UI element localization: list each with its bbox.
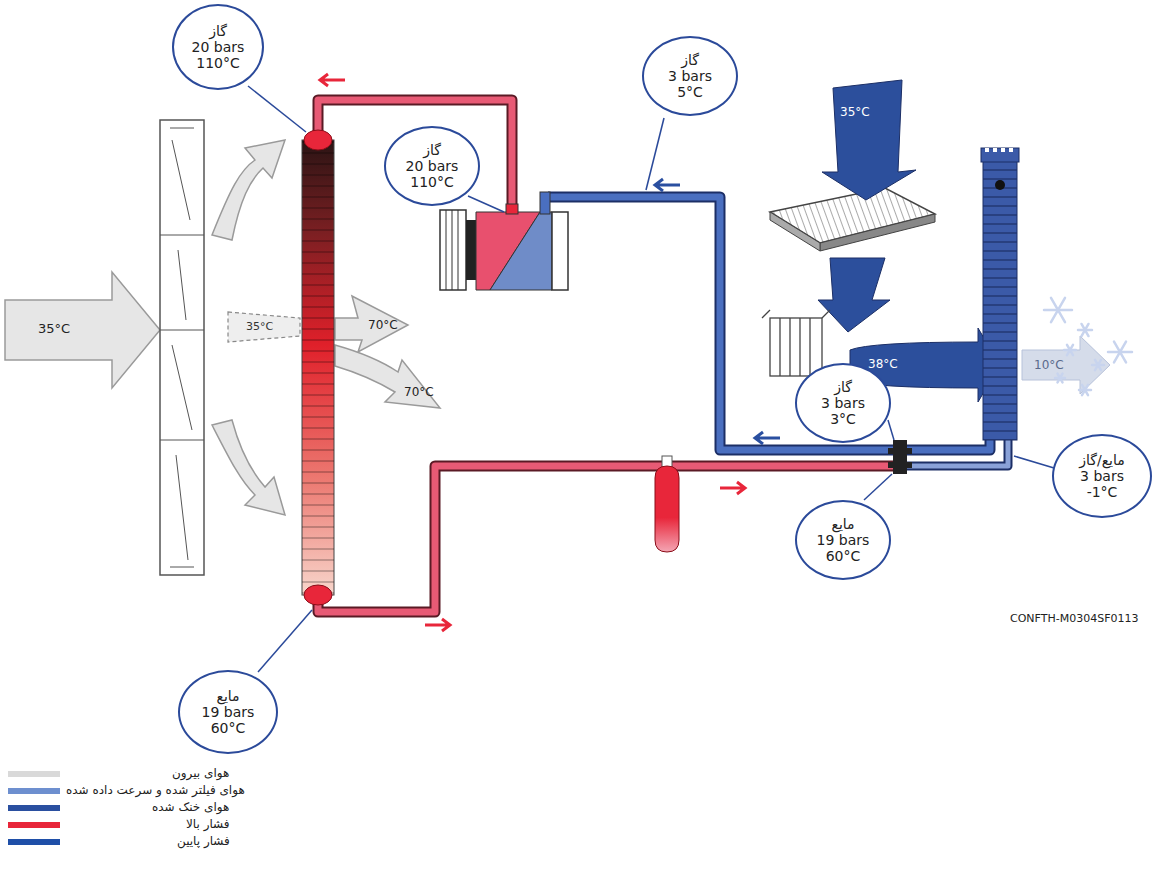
callout-text: 110°C bbox=[196, 55, 240, 71]
callout-text: گاز bbox=[423, 142, 441, 158]
legend-swatch bbox=[8, 839, 60, 845]
callout-text: 60°C bbox=[211, 720, 246, 736]
legend-swatch bbox=[8, 771, 60, 777]
figure-code: CONFTH-M0304SF0113 bbox=[1010, 612, 1138, 625]
callout-text: 19 bars bbox=[817, 532, 870, 548]
callout-circle: گاز3 bars5°C bbox=[642, 36, 738, 116]
callout-text: 20 bars bbox=[406, 158, 459, 174]
temperature-label: 10°C bbox=[1034, 358, 1064, 372]
callout-text: مایع bbox=[216, 688, 239, 704]
legend-text: هوای فیلتر شده و سرعت داده شده bbox=[66, 783, 245, 797]
temperature-label: 70°C bbox=[404, 385, 434, 399]
temperature-label: 35°C bbox=[246, 320, 273, 333]
callout-text: 3 bars bbox=[668, 68, 712, 84]
callout-text: 20 bars bbox=[192, 39, 245, 55]
callout-circle: مایع19 bars60°C bbox=[795, 500, 891, 580]
callout-text: 3 bars bbox=[1080, 468, 1124, 484]
callout-text: گاز bbox=[834, 379, 852, 395]
callout-circle: گاز3 bars3°C bbox=[795, 363, 891, 443]
callout-circle: مایع19 bars60°C bbox=[178, 670, 278, 754]
callout-circle: مایع/گاز3 bars-1°C bbox=[1052, 434, 1152, 518]
callout-text: 60°C bbox=[826, 548, 861, 564]
callout-text: 3°C bbox=[830, 411, 856, 427]
temperature-label: 35°C bbox=[840, 105, 870, 119]
temperature-label: 38°C bbox=[868, 357, 898, 371]
legend-swatch bbox=[8, 788, 60, 794]
callout-text: گاز bbox=[681, 52, 699, 68]
legend-swatch bbox=[8, 822, 60, 828]
legend-text: هوای بیرون bbox=[172, 766, 229, 780]
callout-circle: گاز20 bars110°C bbox=[172, 4, 264, 90]
callout-text: 19 bars bbox=[202, 704, 255, 720]
temperature-label: 35°C bbox=[38, 321, 70, 336]
callout-text: گاز bbox=[209, 23, 227, 39]
callout-text: 110°C bbox=[410, 174, 454, 190]
legend-text: هوای خنک شده bbox=[152, 800, 229, 814]
legend-text: فشار بالا bbox=[186, 817, 230, 831]
callout-circle: گاز20 bars110°C bbox=[384, 126, 480, 206]
callout-text: مایع bbox=[831, 516, 854, 532]
callout-text: مایع/گاز bbox=[1079, 452, 1125, 468]
callout-text: -1°C bbox=[1087, 484, 1118, 500]
temperature-label: 70°C bbox=[368, 318, 398, 332]
callout-text: 5°C bbox=[677, 84, 703, 100]
legend-swatch bbox=[8, 805, 60, 811]
legend-text: فشار پایین bbox=[177, 834, 230, 848]
callout-text: 3 bars bbox=[821, 395, 865, 411]
